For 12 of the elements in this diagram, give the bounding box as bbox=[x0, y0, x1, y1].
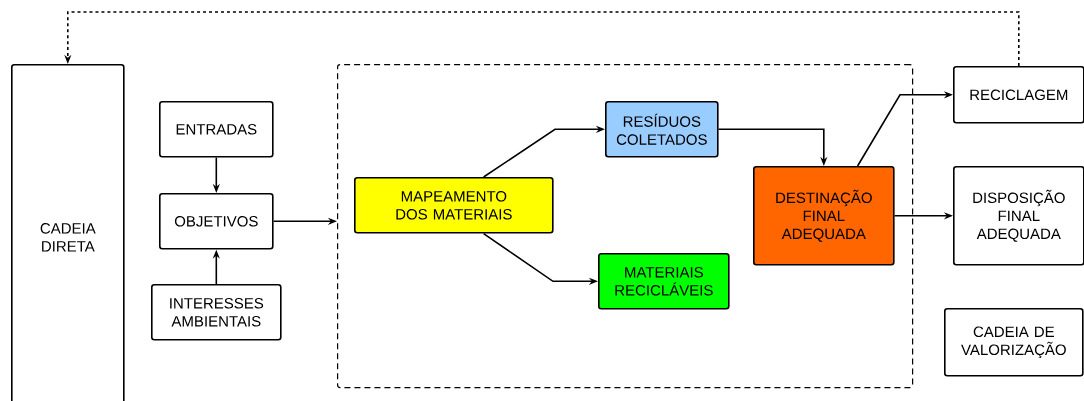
process-box: ENTRADAS bbox=[159, 101, 274, 158]
process-box: DESTINAÇÃO FINAL ADEQUADA bbox=[753, 166, 895, 266]
process-box: DISPOSIÇÃO FINAL ADEQUADA bbox=[953, 166, 1084, 266]
process-box: CADEIA DIRETA bbox=[11, 64, 125, 401]
process-box: MAPEAMENTO DOS MATERIAIS bbox=[354, 177, 554, 234]
process-box: RECICLAGEM bbox=[953, 66, 1084, 124]
process-box: CADEIA DE VALORIZAÇÃO bbox=[944, 308, 1084, 377]
process-box: OBJETIVOS bbox=[159, 193, 274, 250]
process-box: MATERIAIS RECICLÁVEIS bbox=[598, 253, 730, 310]
process-box: RESÍDUOS COLETADOS bbox=[605, 101, 719, 158]
process-box: INTERESSES AMBIENTAIS bbox=[151, 284, 282, 341]
dashed-frame bbox=[337, 64, 914, 389]
